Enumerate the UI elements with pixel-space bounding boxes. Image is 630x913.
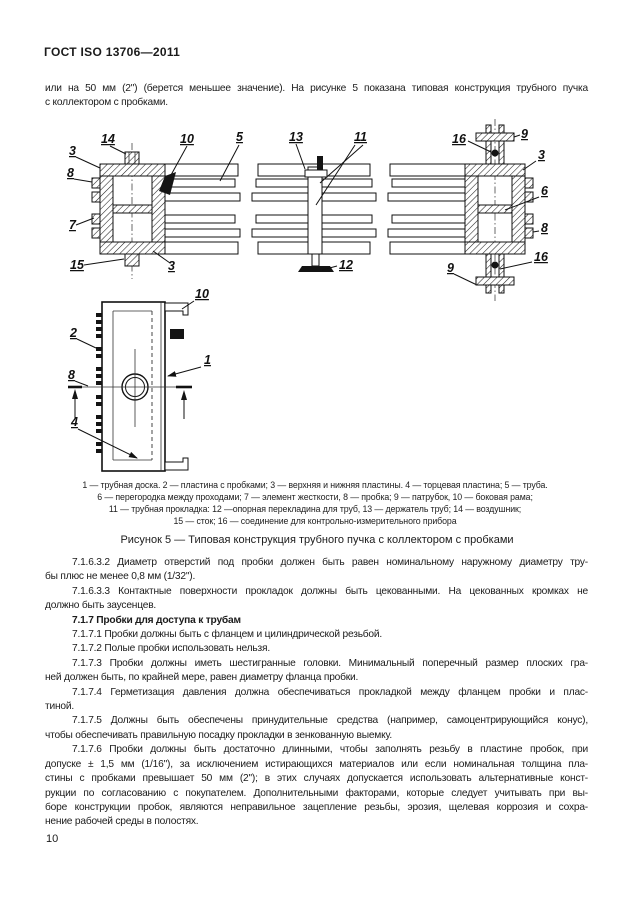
text-line: ней должен быть, по крайней мере, равен … [45,672,359,684]
legend-line: 11 — трубная прокладка: 12 —опорная пере… [108,504,522,515]
callout-label: 1 [204,353,211,367]
air-vent [124,151,140,165]
text-line: или на 50 мм (2") (берется меньшее значе… [45,83,588,94]
paragraph-7-1-7-6: 7.1.7.6 Пробки должны быть достаточно дл… [45,743,588,829]
text-line: 7.1.6.3.2 Диаметр отверстий под пробки д… [72,557,588,568]
text-line: 7.1.6.3.3 Контактные поверхности проклад… [72,585,588,597]
callout-label: 14 [101,132,115,146]
paragraph-7-1-6-3-3: 7.1.6.3.3 Контактные поверхности проклад… [45,585,588,614]
callout-label: 12 [339,258,353,272]
text-line: боре конструкции пробок, являются неправ… [45,801,588,813]
text-line: стины с пробками превышает 50 мм (2"); в… [45,773,588,785]
page-number: 10 [46,833,59,845]
paragraph-7-1-6-3-2: 7.1.6.3.2 Диаметр отверстий под пробки д… [45,556,588,585]
page-header: ГОСТ ISO 13706—2011 [44,45,181,59]
text-line: допуске ± 1,5 мм (1/16"), за исключением… [45,758,588,770]
top-nozzle [475,124,515,165]
text-line: тиной. [45,701,74,713]
callout-label: 3 [538,148,545,162]
paragraph-7-1-7-2: 7.1.7.2 Полые пробки использовать нельзя… [45,642,588,656]
callout-label: 5 [236,130,244,144]
text-line: должно быть заусенцев. [45,600,157,612]
callout-label: 2 [69,326,77,340]
figure-callouts: 3 14 10 5 13 11 16 9 3 8 7 6 8 [67,127,549,459]
callout-label: 10 [180,132,194,146]
text-line: 7.1.7.1 Пробки должны быть с фланцем и ц… [72,629,383,641]
text-line: 7.1.7.6 Пробки должны быть достаточно дл… [72,744,588,756]
plug-end-teeth [96,313,102,453]
body-text: 7.1.6.3.2 Диаметр отверстий под пробки д… [45,556,588,830]
text-line: 7.1.7.2 Полые пробки использовать нельзя… [72,643,270,655]
paragraph-7-1-7-1: 7.1.7.1 Пробки должны быть с фланцем и ц… [45,628,588,642]
callout-label: 8 [68,368,75,382]
legend-line: 6 — перегородка между проходами; 7 — эле… [97,492,533,503]
middle-tube-section [251,156,377,272]
drain [124,253,140,267]
callout-label: 16 [534,250,549,264]
paragraph-7-1-7-4: 7.1.7.4 Герметизация давления должна обе… [45,686,588,715]
callout-label: 4 [70,415,78,429]
text-line: бы плюс не менее 0,8 мм (1/32"). [45,571,196,583]
bottom-nozzle [475,253,515,294]
text-line: 7.1.7.3 Пробки должны иметь шестигранные… [72,657,588,669]
text-line: 7.1.7 Пробки для доступа к трубам [72,614,241,626]
text-line: нение рабочей среды в полостях. [45,816,199,828]
side-frame-end-view [68,301,192,472]
text-line: чтобы обеспечивать правильную посадку пр… [45,729,392,741]
legend-line: 15 — сток; 16 — соединение для контрольн… [173,516,457,527]
text-line: с коллектором с пробками. [45,97,168,109]
callout-label: 3 [168,259,175,273]
callout-label: 10 [195,287,209,301]
legend-line: 1 — трубная доска. 2 — пластина с пробка… [82,480,548,490]
callout-label: 6 [541,184,549,198]
callout-label: 15 [70,258,85,272]
callout-label: 9 [521,127,528,141]
figure-caption: Рисунок 5 — Типовая конструкция трубного… [120,534,514,546]
figure-drawing: 3 14 10 5 13 11 16 9 3 8 7 6 8 [67,119,549,472]
callout-label: 7 [69,218,77,232]
text-line: рукции по согласованию с покупателем. До… [45,787,588,799]
callout-label: 16 [452,132,467,146]
callout-label: 8 [67,166,74,180]
heading-7-1-7: 7.1.7 Пробки для доступа к трубам [45,614,588,628]
intro-paragraph: или на 50 мм (2") (берется меньшее значе… [45,82,588,111]
text-line: 7.1.7.4 Герметизация давления должна обе… [72,686,588,698]
text-line: 7.1.7.5 Должны быть обеспечены принудите… [72,715,588,727]
paragraph-7-1-7-3: 7.1.7.3 Пробки должны иметь шестигранные… [45,657,588,686]
callout-label: 3 [69,144,76,158]
left-header-section-view [91,143,241,279]
callout-label: 13 [289,130,303,144]
paragraph-7-1-7-5: 7.1.7.5 Должны быть обеспечены принудите… [45,714,588,743]
callout-label: 9 [447,261,454,275]
callout-label: 11 [354,130,367,144]
figure-legend: 1 — трубная доска. 2 — пластина с пробка… [28,479,602,527]
callout-label: 8 [541,221,548,235]
right-header-section-view [387,119,534,301]
